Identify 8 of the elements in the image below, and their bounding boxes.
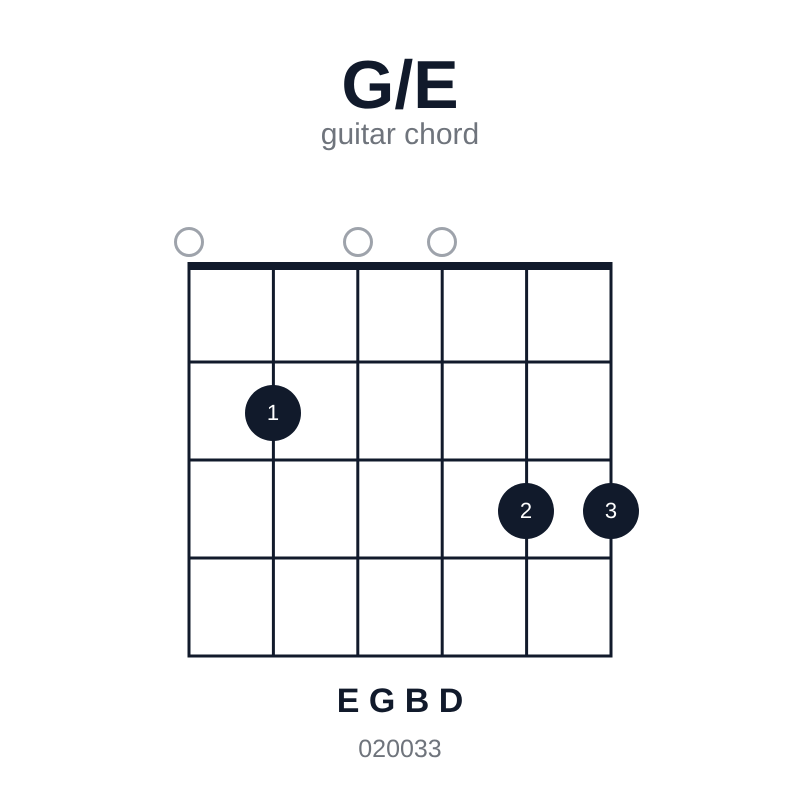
open-string-marker xyxy=(427,227,457,257)
fret-numbers: 020033 xyxy=(357,735,443,764)
open-string-marker xyxy=(174,227,204,257)
finger-number: 1 xyxy=(266,400,280,426)
open-string-marker xyxy=(343,227,373,257)
note-names: E G B D xyxy=(336,682,464,721)
finger-number: 3 xyxy=(604,498,618,524)
finger-number: 2 xyxy=(520,498,532,524)
